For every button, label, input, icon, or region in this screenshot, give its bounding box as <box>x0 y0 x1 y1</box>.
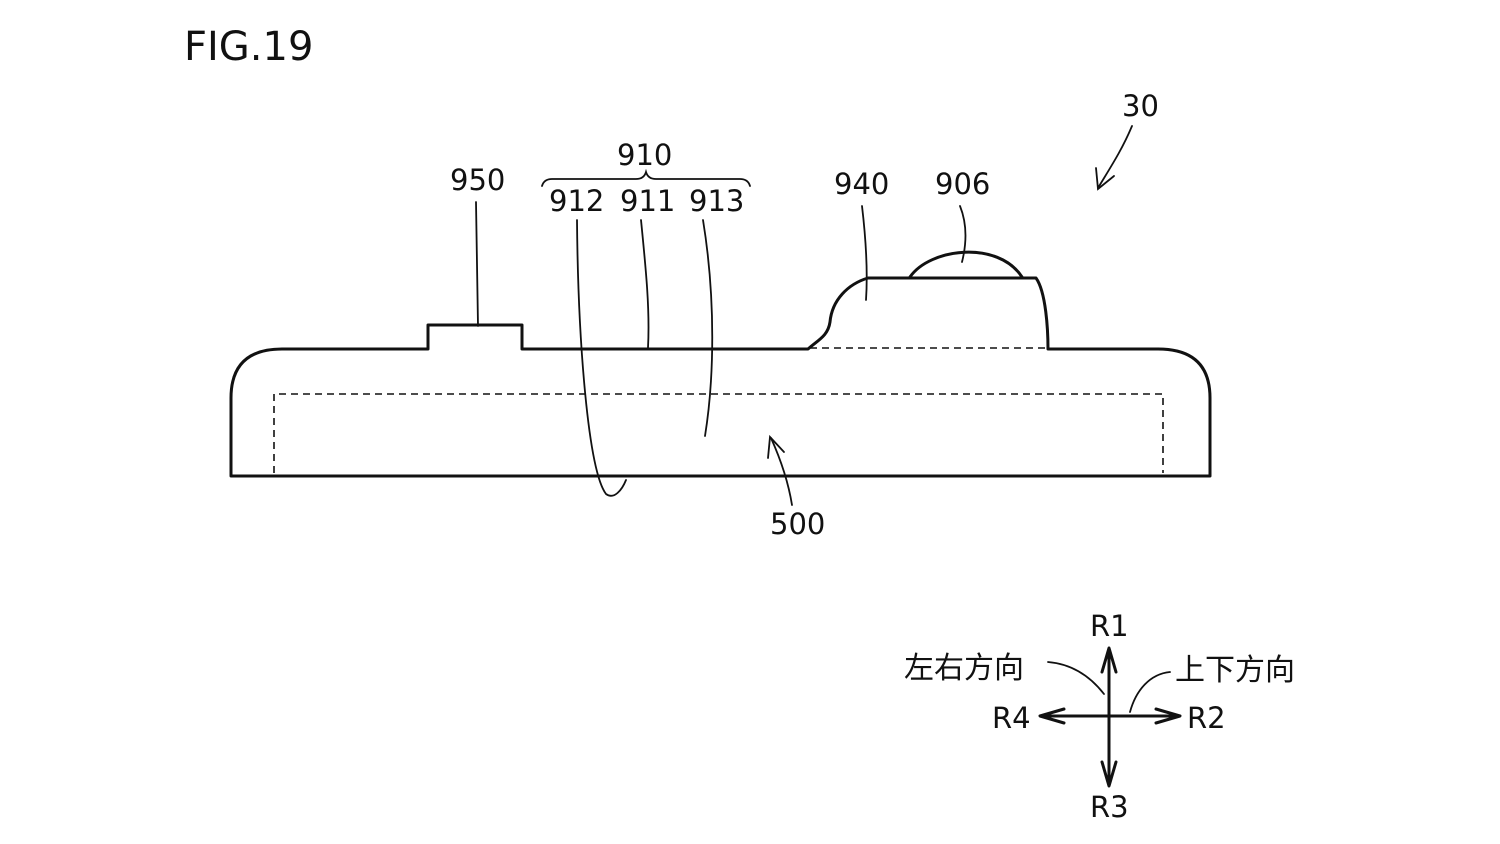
ref-910-label: 910 <box>617 138 672 172</box>
ref-906-label: 906 <box>935 167 990 201</box>
r1-arrowhead <box>1100 646 1118 674</box>
ref-913-leader <box>702 219 714 437</box>
direction-indicator: R1 R2 R3 R4 左右方向 上下方向 <box>904 609 1295 824</box>
horizontal-direction-label: 左右方向 <box>904 651 1024 686</box>
r3-arrowhead <box>1100 760 1118 788</box>
device-body-outline <box>229 276 1212 478</box>
ref-913-label: 913 <box>689 184 744 218</box>
ref-911-leader <box>640 219 650 349</box>
direction-r1-label: R1 <box>1090 609 1129 643</box>
brace-910 <box>541 168 751 187</box>
ref-906-leader <box>959 205 967 263</box>
ref-912-leader <box>576 219 627 497</box>
vertical-direction-label: 上下方向 <box>1175 653 1295 688</box>
ref-500-leader <box>770 437 793 506</box>
ref-950-leader <box>475 201 479 327</box>
ref-30-label: 30 <box>1122 89 1159 123</box>
direction-r3-label: R3 <box>1090 790 1129 824</box>
ref-911-label: 911 <box>620 184 675 218</box>
direction-r4-label: R4 <box>992 701 1031 735</box>
ref-940-leader <box>861 205 868 301</box>
direction-r2-label: R2 <box>1187 701 1226 735</box>
ref-950-label: 950 <box>450 163 505 197</box>
r4-arrowhead <box>1038 707 1066 725</box>
dome-906 <box>908 250 1024 279</box>
ref-30-arrowhead <box>1095 167 1115 191</box>
ref-30-leader <box>1097 125 1133 189</box>
horizontal-label-leader <box>1047 661 1105 695</box>
figure-title: FIG.19 <box>184 24 313 70</box>
ref-940-label: 940 <box>834 167 889 201</box>
ref-912-label: 912 <box>549 184 604 218</box>
vertical-label-leader <box>1129 671 1171 713</box>
ref-500-arrowhead <box>767 434 785 459</box>
inner-housing-dashed <box>273 393 1164 473</box>
r2-arrowhead <box>1154 707 1182 725</box>
ref-500-label: 500 <box>770 507 825 541</box>
